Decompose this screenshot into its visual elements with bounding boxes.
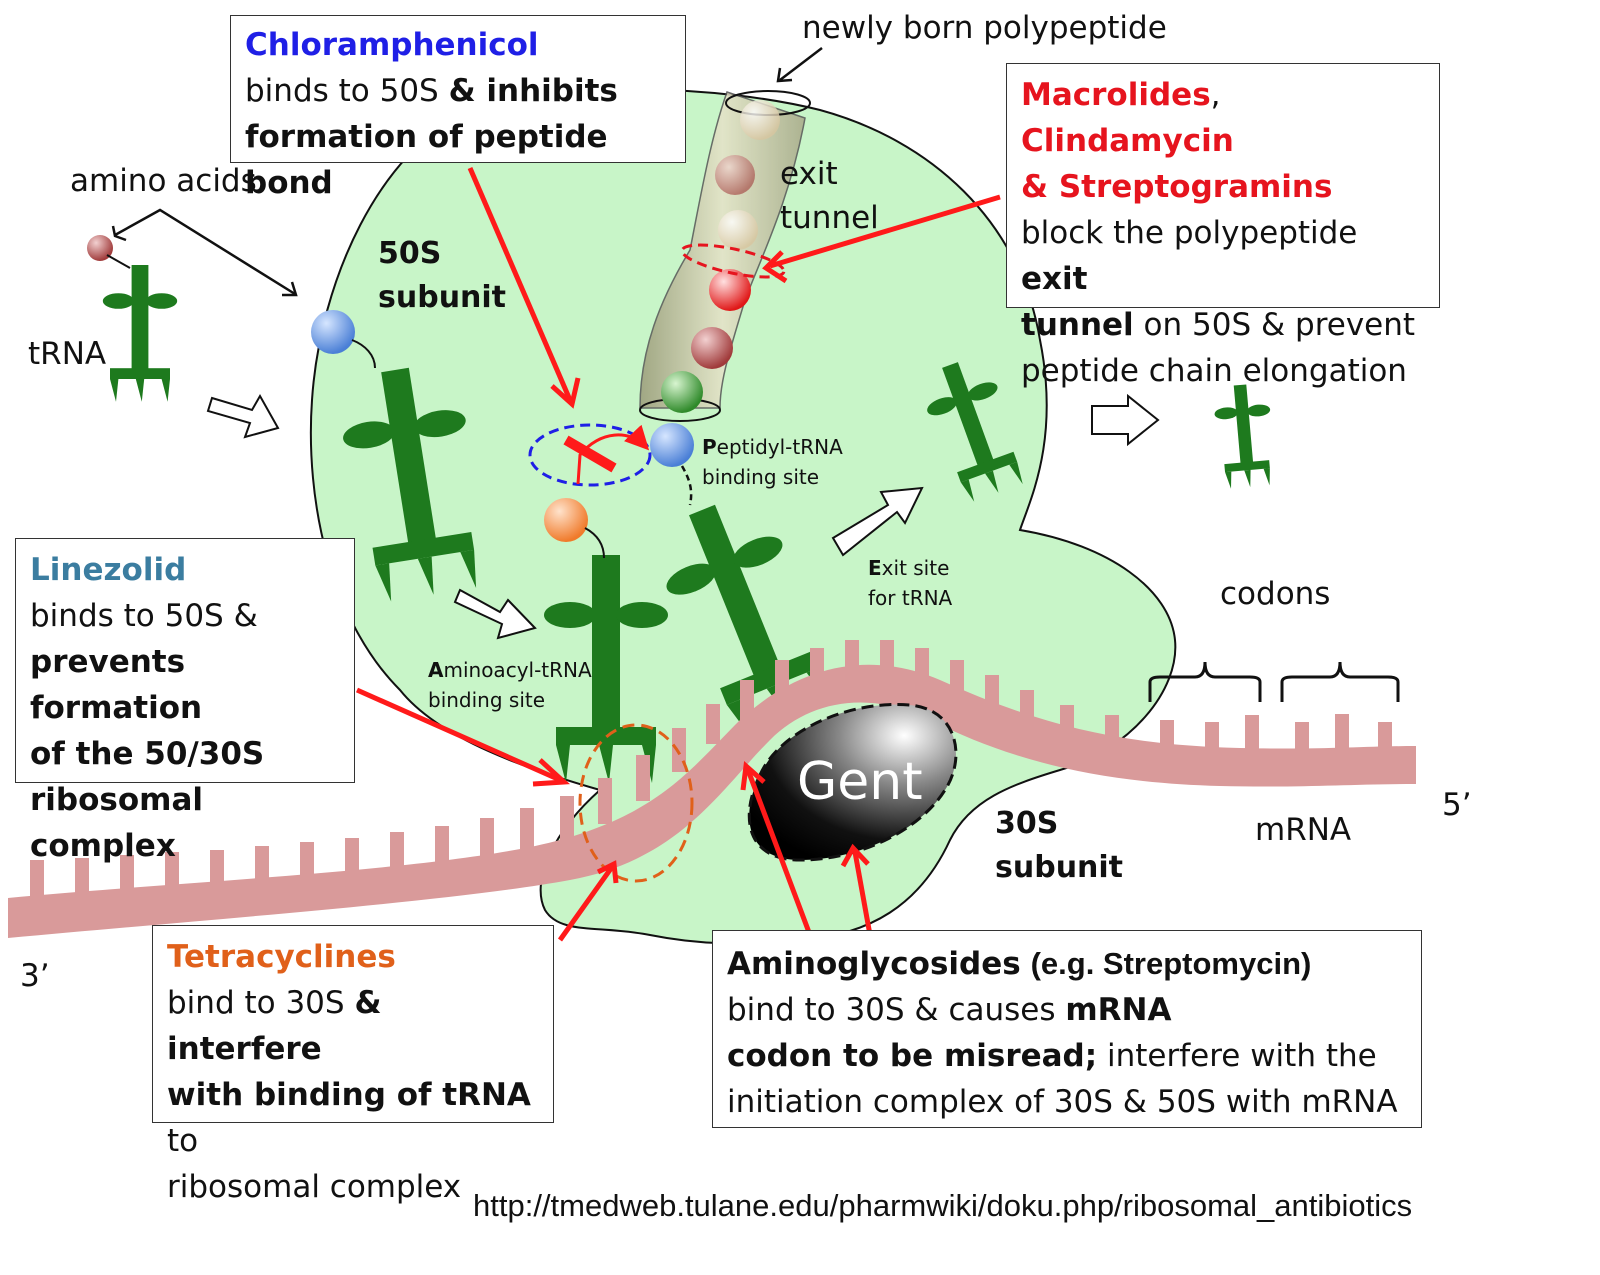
streptogramins-name: & Streptogramins (1021, 164, 1425, 210)
amino-acid-blue-left (311, 310, 355, 354)
codon-braces (1150, 662, 1398, 702)
gent-label: Gent (797, 752, 923, 812)
macrolides-box: Macrolides, Clindamycin & Streptogramins… (1006, 63, 1440, 308)
macrolides-name: Macrolides (1021, 77, 1211, 113)
amino-acid-orange (544, 498, 588, 542)
newly-born-label: newly born polypeptide (802, 10, 1167, 46)
three-prime-label: 3’ (20, 958, 50, 994)
peptidyl-site-label: Peptidyl-tRNA binding site (702, 432, 843, 492)
aminoglycosides-box: Aminoglycosides (e.g. Streptomycin) bind… (712, 930, 1422, 1128)
exit-tunnel-label: exit tunnel (780, 152, 879, 240)
amino-acids-label: amino acids (70, 163, 257, 199)
trna-label: tRNA (28, 336, 106, 372)
amino-acid-blue-p (650, 423, 694, 467)
trna-free-left (103, 265, 177, 402)
aminoglycosides-name: Aminoglycosides (727, 946, 1021, 982)
trna-released (1212, 383, 1277, 490)
aminoacyl-site-label: Aminoacyl-tRNA binding site (428, 655, 592, 715)
codons-label: codons (1220, 576, 1330, 612)
clindamycin-name: Clindamycin (1021, 123, 1234, 159)
subunit-30s-label: 30S subunit (995, 802, 1123, 890)
tetracyclines-name: Tetracyclines (167, 934, 539, 980)
tetracyclines-box: Tetracyclines bind to 30S & interfere wi… (152, 925, 554, 1123)
source-url: http://tmedweb.tulane.edu/pharmwiki/doku… (473, 1188, 1412, 1224)
linezolid-box: Linezolid binds to 50S & prevents format… (15, 538, 355, 783)
subunit-50s-label: 50S subunit (378, 232, 506, 320)
five-prime-label: 5’ (1442, 787, 1472, 823)
linezolid-name: Linezolid (30, 547, 340, 593)
chloramphenicol-box: Chloramphenicol binds to 50S & inhibits … (230, 15, 686, 163)
exit-site-label: Exit site for tRNA (868, 553, 952, 613)
mrna-label: mRNA (1255, 812, 1351, 848)
chloramphenicol-name: Chloramphenicol (245, 22, 671, 68)
